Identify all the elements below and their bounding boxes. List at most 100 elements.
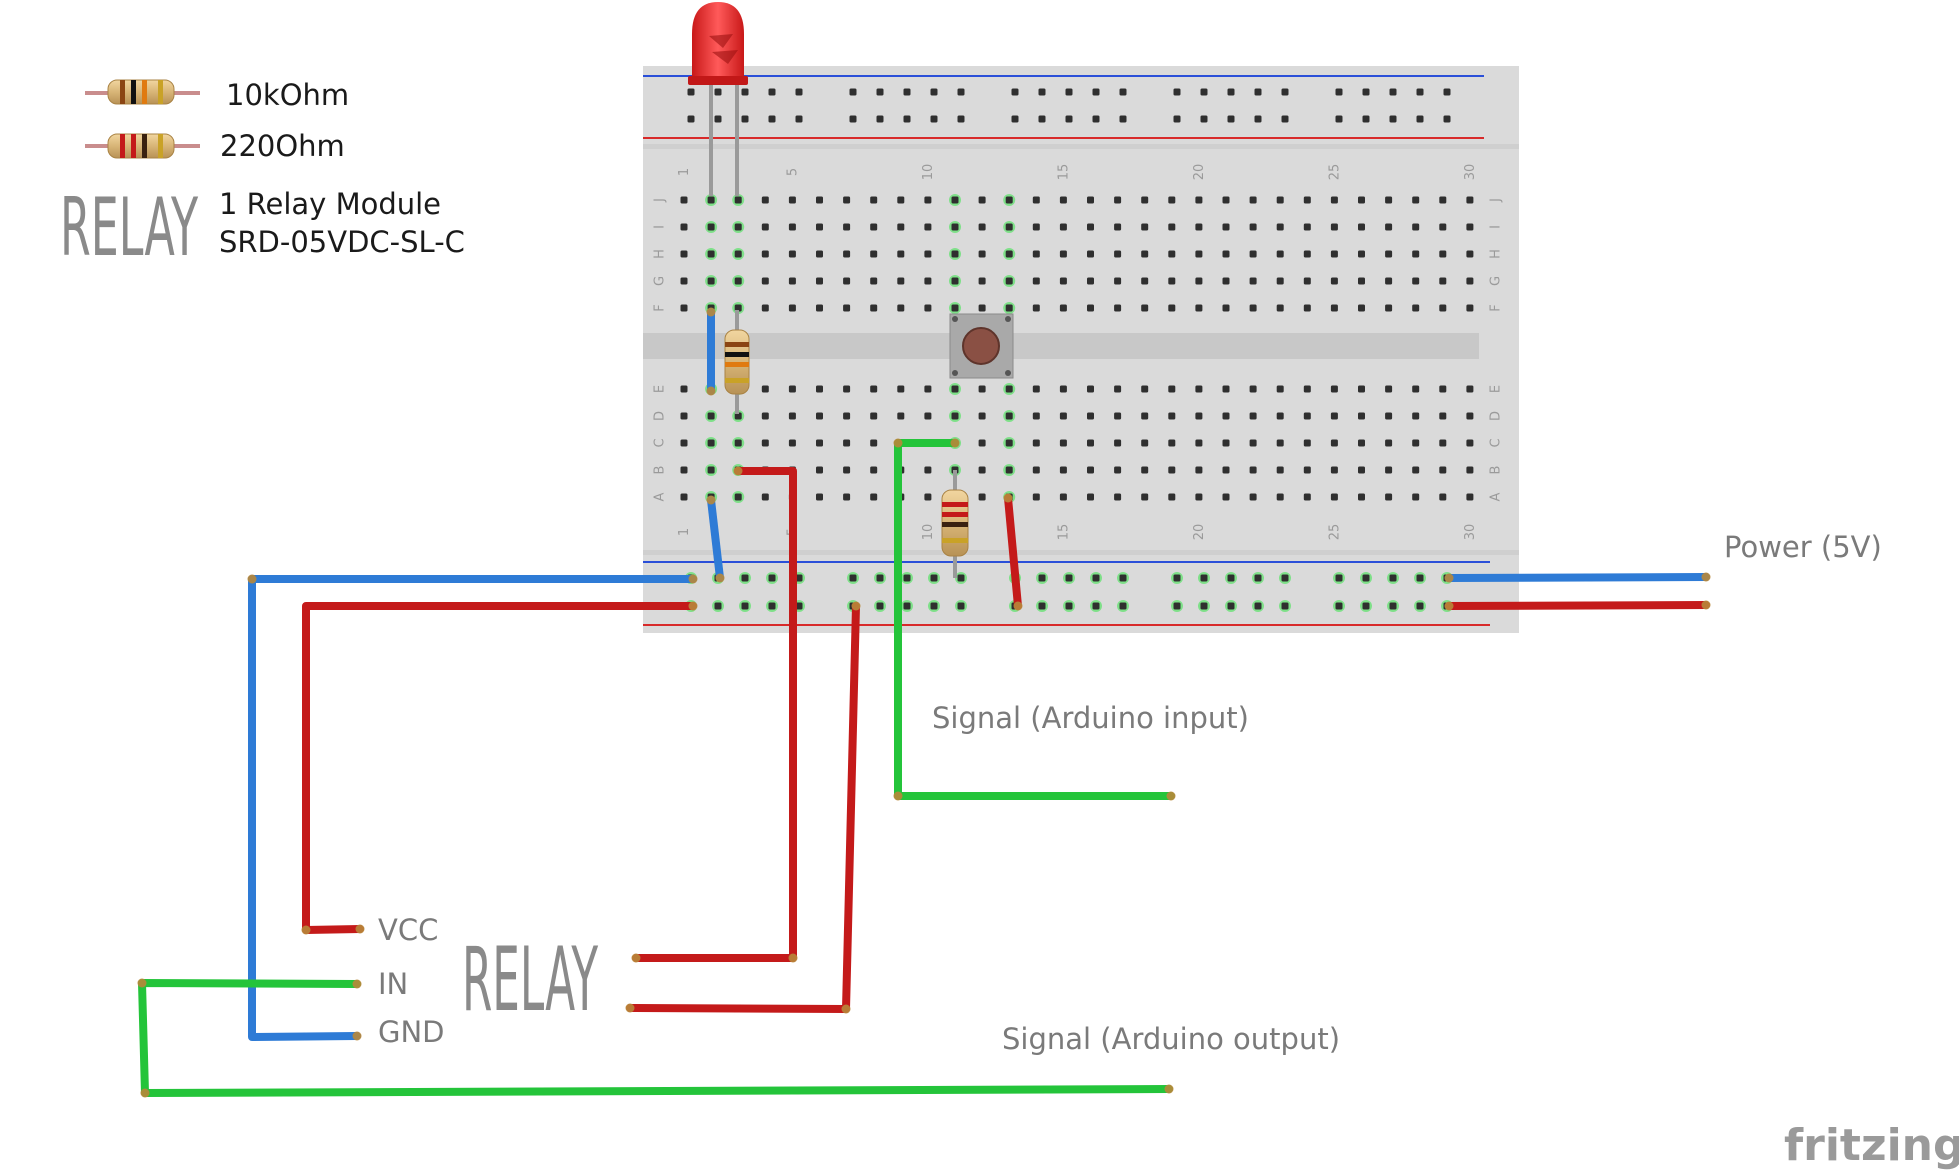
breadboard-hole [714,88,722,96]
breadboard-hole [680,250,688,258]
column-number: 30 [1463,524,1478,541]
row-letter: B [653,466,668,475]
breadboard-hole [1173,574,1181,582]
breadboard-hole [1195,196,1203,204]
breadboard-hole [1114,250,1122,258]
pin-label-in: IN [378,967,408,1001]
breadboard-hole [1412,412,1420,420]
wire-end [631,953,641,963]
breadboard-hole [1065,115,1073,123]
legend-relay-line1: 1 Relay Module [219,187,441,221]
breadboard-hole [816,439,823,447]
breadboard-hole [1330,304,1338,312]
breadboard-hole [1358,466,1365,474]
breadboard-hole [1249,493,1257,501]
breadboard-hole [1114,412,1122,420]
breadboard-hole [1065,88,1073,96]
breadboard-hole [1330,493,1338,501]
led [688,2,748,196]
breadboard-hole [1254,574,1262,582]
breadboard-hole [788,277,796,285]
breadboard-hole [1065,602,1073,610]
breadboard-hole [761,196,769,204]
breadboard-hole [1330,223,1338,231]
breadboard-hole [1227,574,1235,582]
breadboard-hole [1114,439,1122,447]
breadboard-hole [788,223,796,231]
breadboard-hole [1168,277,1176,285]
breadboard-hole [1362,602,1370,610]
breadboard-hole [1087,493,1094,501]
breadboard-hole [1195,493,1203,501]
breadboard-hole [761,385,769,393]
breadboard-hole [1005,466,1013,474]
breadboard-hole [1222,223,1230,231]
breadboard-hole [1249,250,1257,258]
breadboard-hole [1330,277,1338,285]
breadboard-hole [924,250,932,258]
breadboard-hole [1087,385,1094,393]
breadboard-hole [1385,466,1393,474]
breadboard-hole [1385,250,1393,258]
breadboard-hole [870,223,878,231]
breadboard-hole [1087,277,1094,285]
breadboard-hole [1200,88,1208,96]
breadboard-hole [1011,115,1019,123]
breadboard-hole [1254,88,1262,96]
wire-end [1701,600,1711,610]
breadboard-hole [1141,385,1149,393]
breadboard-hole [1303,196,1311,204]
wire-end [355,924,365,934]
breadboard-hole [1173,115,1181,123]
breadboard-hole [1141,412,1149,420]
breadboard-hole [843,466,851,474]
breadboard-hole [816,412,823,420]
breadboard-hole [1439,223,1447,231]
row-letter: D [1489,411,1504,421]
breadboard-hole [741,88,749,96]
breadboard-hole [870,412,878,420]
row-letter: G [1489,276,1504,286]
breadboard-hole [924,304,932,312]
row-letter: I [1489,225,1504,229]
breadboard-hole [816,466,823,474]
breadboard-hole [1087,304,1094,312]
breadboard-hole [1362,574,1370,582]
breadboard-hole [951,304,959,312]
breadboard-hole [924,385,932,393]
breadboard-hole [1303,412,1311,420]
breadboard-hole [924,493,932,501]
wire-end [625,1003,635,1013]
breadboard-hole [843,223,851,231]
breadboard-hole [1087,439,1094,447]
breadboard-hole [1222,385,1230,393]
wire-end [1013,601,1023,611]
breadboard-hole [957,574,965,582]
breadboard-hole [1059,223,1067,231]
breadboard-hole [897,385,905,393]
breadboard-hole [1385,385,1393,393]
breadboard-hole [795,115,803,123]
breadboard-hole [1038,602,1046,610]
breadboard-hole [1439,493,1447,501]
breadboard-hole [978,439,986,447]
breadboard-hole [1195,439,1203,447]
breadboard-hole [761,439,769,447]
column-number: 10 [921,524,936,541]
breadboard-hole [734,439,742,447]
breadboard-hole [1011,88,1019,96]
breadboard-hole [1416,115,1424,123]
row-letter: F [1489,304,1504,311]
breadboard-hole [1087,412,1094,420]
breadboard-hole [903,88,911,96]
breadboard-hole [1254,602,1262,610]
breadboard-hole [1416,88,1424,96]
breadboard-hole [1281,574,1289,582]
breadboard-hole [1141,439,1149,447]
wire-end [688,574,698,584]
breadboard-hole [870,196,878,204]
breadboard-hole [1362,88,1370,96]
breadboard-hole [1335,88,1343,96]
breadboard-hole [1303,250,1311,258]
